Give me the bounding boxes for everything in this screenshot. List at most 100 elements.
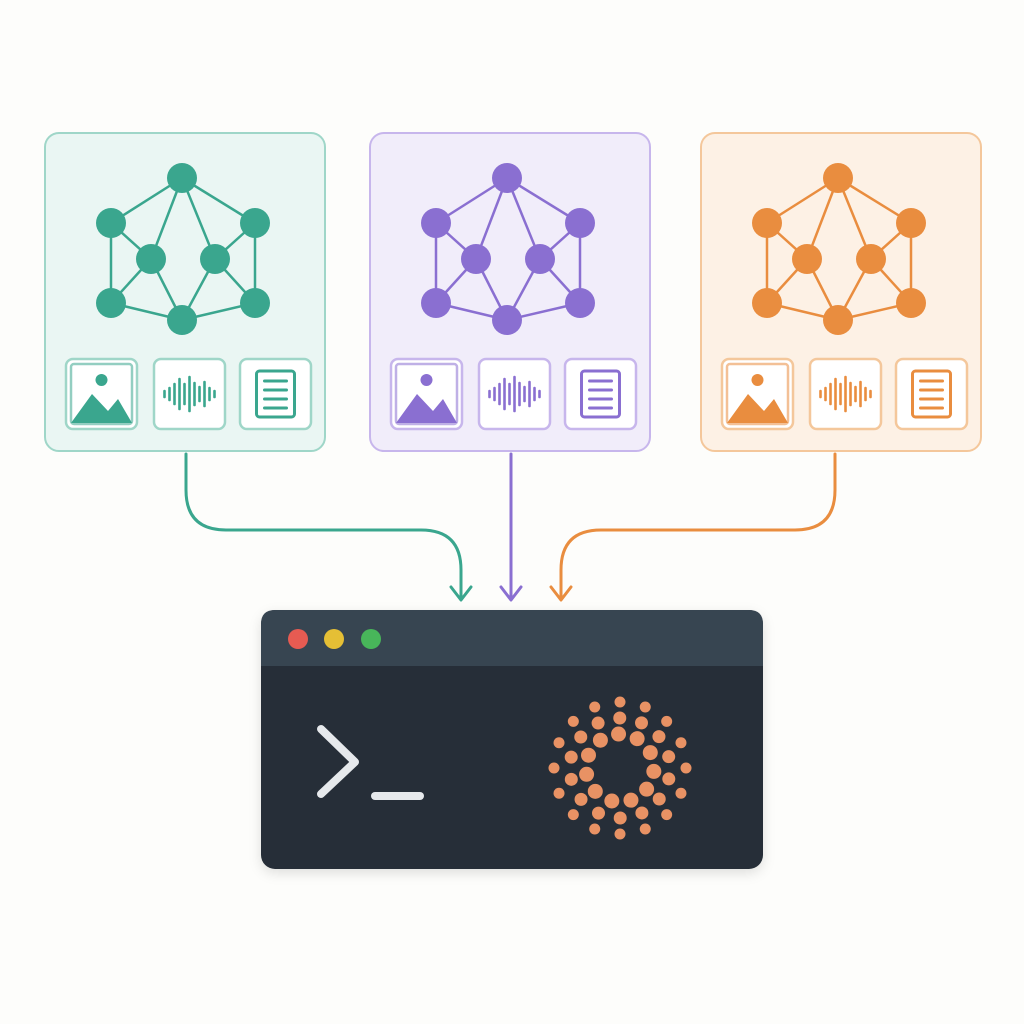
logo-dot (604, 793, 620, 809)
logo-dot (680, 762, 692, 774)
minimize-button[interactable] (324, 629, 344, 649)
logo-dot (592, 806, 606, 820)
network-graph-icon (421, 163, 595, 335)
graph-node (856, 244, 886, 274)
image-sun (420, 374, 433, 386)
graph-node (461, 244, 491, 274)
logo-dot (587, 783, 603, 799)
media-tile (563, 357, 638, 431)
arrow-orange-to-terminal (549, 452, 837, 602)
logo-dot (635, 806, 649, 820)
logo-dot (639, 701, 651, 713)
graph-node (200, 244, 230, 274)
image-frame (394, 362, 459, 426)
graph-node (167, 163, 197, 193)
image-sun (751, 374, 764, 386)
logo-dot (634, 716, 648, 730)
dotted-ring-logo-icon (548, 696, 692, 840)
graph-node (752, 288, 782, 318)
logo-dot (564, 750, 578, 764)
arrow-teal-to-terminal (184, 452, 473, 602)
agent-panel-teal (44, 132, 326, 452)
graph-node (823, 305, 853, 335)
logo-dot (589, 823, 601, 835)
logo-dot (661, 809, 673, 821)
image-sun (95, 374, 108, 386)
audio-waveform-icon (488, 375, 541, 413)
graph-node (167, 305, 197, 335)
logo-dot (579, 766, 595, 782)
graph-node (525, 244, 555, 274)
logo-dot (553, 737, 565, 749)
logo-dot (567, 715, 579, 727)
arrow-purple-to-terminal (499, 452, 523, 602)
terminal-titlebar (261, 610, 763, 666)
logo-dot (639, 781, 655, 797)
logo-dot (646, 763, 662, 779)
logo-dot (613, 811, 627, 825)
agent-panel-orange (700, 132, 982, 452)
logo-dot (567, 809, 579, 821)
logo-dot (652, 792, 666, 806)
image-frame (69, 362, 134, 426)
prompt-chevron (317, 725, 359, 798)
media-tile (808, 357, 883, 431)
graph-node (421, 208, 451, 238)
logo-dot (591, 716, 605, 730)
image-mountains (396, 394, 457, 423)
graph-node (896, 288, 926, 318)
arrow-line (184, 452, 463, 600)
logo-dot (580, 747, 596, 763)
logo-dot (564, 772, 578, 786)
media-tile (64, 357, 139, 431)
image-icon (69, 362, 134, 426)
image-mountains (727, 394, 788, 423)
graph-node (96, 288, 126, 318)
network-graph-icon (752, 163, 926, 335)
arrow-head-icon (449, 585, 473, 602)
logo-dot (639, 823, 651, 835)
logo-dot (675, 787, 687, 799)
media-tile (152, 357, 227, 431)
graph-node (96, 208, 126, 238)
graph-node (421, 288, 451, 318)
connector-arrows (184, 452, 837, 602)
graph-node (492, 305, 522, 335)
graph-node (565, 288, 595, 318)
logo-dot (675, 737, 687, 749)
terminal-prompt-icon (317, 725, 424, 800)
media-tile (720, 357, 795, 431)
logo-dot (623, 792, 639, 808)
arrow-line (559, 452, 837, 600)
logo-dot (629, 731, 645, 747)
image-frame (725, 362, 790, 426)
logo-dot (592, 732, 608, 748)
audio-waveform-icon (163, 375, 216, 413)
agent-panel-purple (369, 132, 651, 452)
graph-node (565, 208, 595, 238)
logo-dot (611, 726, 627, 742)
logo-dot (614, 696, 626, 708)
document-icon (580, 369, 621, 419)
agent-panels (44, 132, 982, 452)
graph-node (823, 163, 853, 193)
logo-dot (661, 715, 673, 727)
logo-dot (662, 750, 676, 764)
logo-dot (574, 792, 588, 806)
image-icon (725, 362, 790, 426)
media-tile (238, 357, 313, 431)
media-tile (389, 357, 464, 431)
logo-dot (589, 701, 601, 713)
document-page (255, 369, 296, 419)
terminal-window[interactable] (261, 610, 763, 869)
close-button[interactable] (288, 629, 308, 649)
graph-node (896, 208, 926, 238)
logo-dot (613, 711, 627, 725)
logo-dot (662, 772, 676, 786)
graph-node (492, 163, 522, 193)
maximize-button[interactable] (361, 629, 381, 649)
media-tile (477, 357, 552, 431)
image-icon (394, 362, 459, 426)
logo-dot (614, 828, 626, 840)
